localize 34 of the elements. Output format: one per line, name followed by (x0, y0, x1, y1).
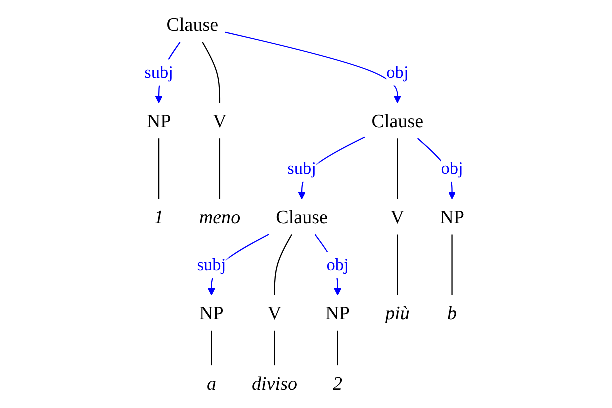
connector (220, 138, 221, 200)
connector (397, 234, 399, 296)
node-text: NP (147, 110, 172, 132)
arrow (226, 32, 402, 104)
node-text: NP (326, 302, 350, 324)
edge-label: obj (386, 63, 410, 82)
connector (397, 138, 399, 200)
edge-label: obj (327, 256, 350, 275)
node-text: 1 (154, 206, 164, 228)
node-text: più (386, 302, 410, 324)
connector (274, 234, 293, 296)
node-text: Clause (167, 14, 219, 36)
node-text: Clause (372, 110, 424, 132)
edge-label: subj (198, 256, 227, 275)
connector (452, 234, 454, 296)
node-text: diviso (252, 372, 298, 394)
edge-label: subj (288, 159, 317, 178)
node-text: NP (200, 302, 224, 324)
connector (274, 330, 276, 366)
node-text: 2 (333, 372, 343, 394)
node-text: V (268, 302, 282, 324)
node-text: Clause (276, 206, 328, 228)
node-text: NP (440, 206, 465, 228)
node-text: V (213, 110, 228, 132)
node-text: b (448, 302, 458, 324)
connector (158, 138, 160, 200)
connector (338, 330, 339, 366)
connector (202, 42, 221, 104)
node-text: meno (200, 206, 241, 228)
connector (212, 330, 213, 366)
edge-label: obj (442, 159, 464, 178)
node-text: a (207, 372, 217, 394)
edge-label: subj (144, 63, 174, 82)
node-text: V (391, 206, 405, 228)
